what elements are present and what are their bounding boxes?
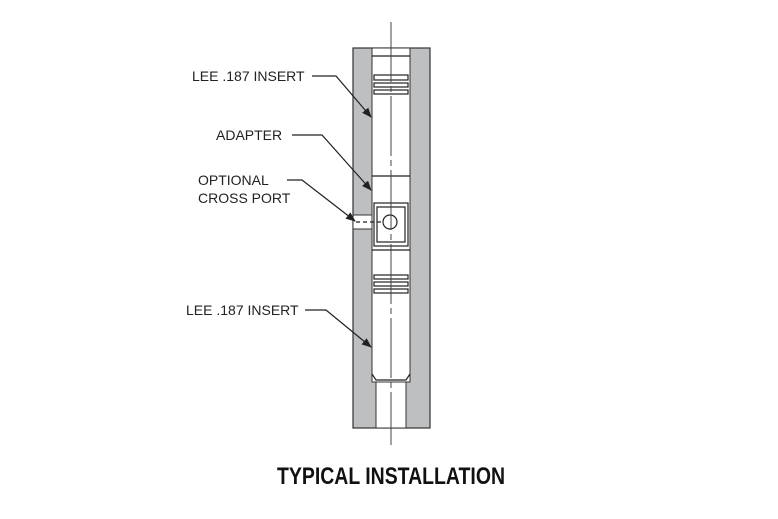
label-upper-insert: LEE .187 INSERT [192,68,305,84]
label-cross-port-line2: CROSS PORT [198,190,291,206]
diagram-title: TYPICAL INSTALLATION [277,463,505,490]
label-lower-insert: LEE .187 INSERT [186,302,299,318]
label-cross-port-line1: OPTIONAL [198,172,269,188]
label-adapter: ADAPTER [216,127,282,143]
leader-lines [287,75,372,348]
